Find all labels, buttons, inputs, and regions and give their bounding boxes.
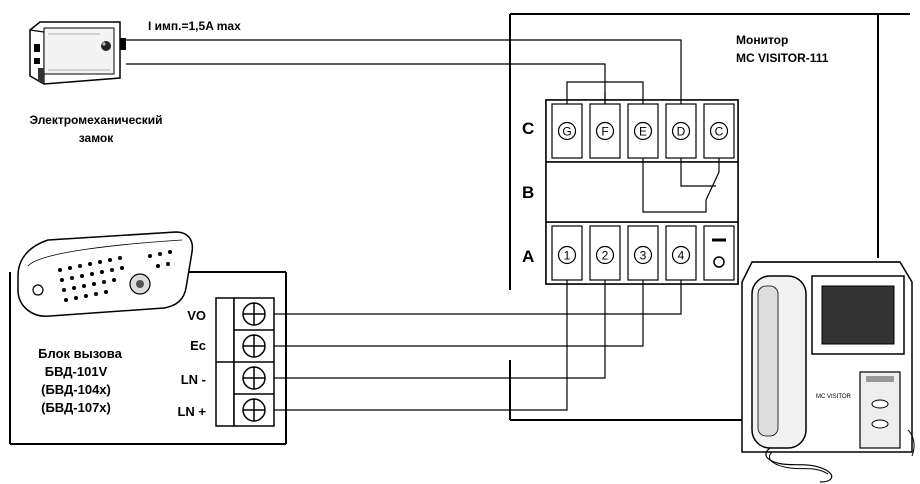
caller-terminal-vo: VO	[187, 308, 206, 323]
call-panel-enclosure	[9, 271, 287, 445]
screw-vo-icon	[242, 302, 266, 326]
monitor-label-line2: MC VISITOR-111	[736, 51, 829, 65]
terminal-2: 2	[589, 225, 621, 281]
caller-wires	[274, 280, 682, 411]
caller-label-line2: БВД-101V	[45, 364, 108, 379]
terminal-f-label: F	[601, 125, 608, 139]
screw-ec-icon	[242, 334, 266, 358]
caller-terminal-ln-minus: LN -	[181, 372, 206, 387]
current-note: I имп.=1,5A max	[148, 19, 241, 33]
lock-label-line1: Электромеханический	[29, 113, 162, 127]
bottom-terminal-row: 1 2 3 4	[551, 225, 735, 281]
caller-label-line3: (БВД-104x)	[41, 382, 111, 397]
row-label-c: C	[522, 119, 534, 138]
terminal-1-label: 1	[564, 249, 571, 263]
terminal-d: D	[665, 103, 697, 159]
monitor-label-line1: Монитор	[736, 33, 788, 47]
caller-terminal-ec: Ec	[190, 338, 206, 353]
row-label-b: B	[522, 183, 534, 202]
screw-ln-plus-icon	[242, 398, 266, 422]
monitor-device-model-text: MC VISITOR	[816, 394, 852, 400]
caller-label-line4: (БВД-107x)	[41, 400, 111, 415]
screw-ln-minus-icon	[242, 366, 266, 390]
lock-wires	[126, 39, 682, 104]
terminal-2-label: 2	[602, 249, 609, 263]
screw-terminal-icons	[242, 302, 266, 422]
terminal-1: 1	[551, 225, 583, 281]
monitor-device-icon: MC VISITOR	[741, 261, 915, 483]
terminal-f: F	[589, 103, 621, 159]
terminal-3-label: 3	[640, 249, 647, 263]
monitor-enclosure	[509, 13, 910, 421]
call-panel-device-icon	[17, 231, 194, 317]
caller-label-line1: Блок вызова	[38, 346, 122, 361]
terminal-c: C	[703, 103, 735, 159]
terminal-4: 4	[665, 225, 697, 281]
power-switch-icon	[703, 225, 735, 281]
terminal-g: G	[551, 103, 583, 159]
terminal-c-label: C	[715, 125, 724, 139]
caller-terminal-ln-plus: LN +	[177, 404, 206, 419]
terminal-d-label: D	[677, 125, 686, 139]
electromechanical-lock-icon	[29, 21, 126, 85]
relay-contact-icon	[642, 158, 720, 213]
lock-label-line2: замок	[79, 131, 115, 145]
row-label-a: A	[522, 247, 534, 266]
terminal-g-label: G	[562, 125, 571, 139]
terminal-3: 3	[627, 225, 659, 281]
top-terminal-row: G F E D C	[551, 103, 735, 159]
terminal-e: E	[627, 103, 659, 159]
terminal-4-label: 4	[678, 249, 685, 263]
terminal-e-label: E	[639, 125, 647, 139]
